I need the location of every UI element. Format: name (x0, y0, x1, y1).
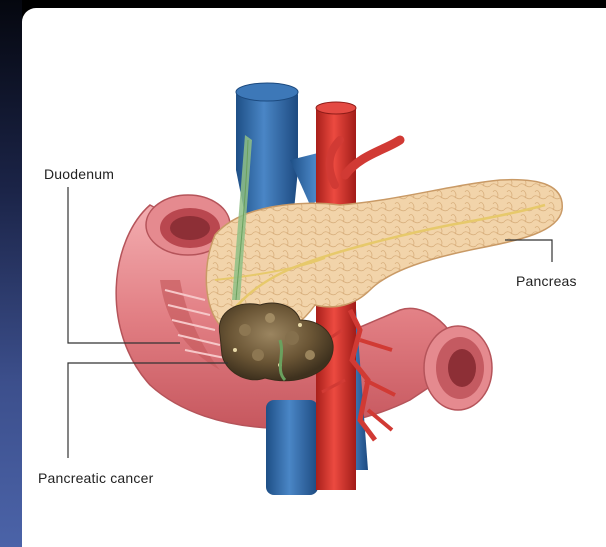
duodenum-label: Duodenum (44, 166, 114, 182)
pancreas-leader-line (505, 240, 552, 262)
pancreas-label: Pancreas (516, 273, 577, 289)
pancreatic-cancer-label: Pancreatic cancer (38, 470, 153, 486)
